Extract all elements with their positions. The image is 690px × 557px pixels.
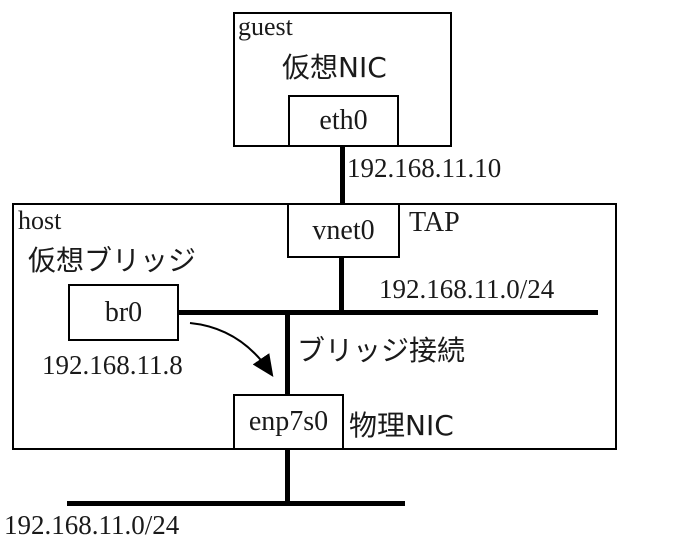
eth0-label: eth0	[319, 105, 368, 136]
virtual-bridge-label: 仮想ブリッジ	[28, 244, 197, 277]
link-bus-enp7s0	[285, 313, 290, 395]
guest-label: guest	[238, 12, 293, 41]
br0-interface-box: br0	[68, 284, 179, 341]
bridge-network-bus	[178, 310, 598, 315]
vnet0-interface-box: vnet0	[287, 203, 400, 258]
link-enp7s0-external	[285, 449, 290, 504]
curved-arrow-icon	[189, 322, 274, 377]
bridge-subnet-label: 192.168.11.0/24	[379, 274, 555, 304]
bridge-connection-label: ブリッジ接続	[297, 334, 466, 367]
br0-label: br0	[104, 296, 143, 328]
external-network-bus	[67, 501, 405, 506]
link-vnet0-bridge-bus	[339, 257, 344, 313]
vnet0-label: vnet0	[312, 214, 375, 246]
tap-label: TAP	[409, 207, 460, 238]
external-subnet-label: 192.168.11.0/24	[4, 510, 180, 540]
enp7s0-interface-box: enp7s0	[233, 394, 344, 450]
guest-ip-label: 192.168.11.10	[347, 153, 502, 183]
virtual-nic-label: 仮想NIC	[282, 51, 387, 84]
physical-nic-label: 物理NIC	[349, 409, 454, 442]
link-eth0-vnet0	[340, 146, 345, 204]
eth0-interface-box: eth0	[288, 95, 399, 147]
enp7s0-label: enp7s0	[248, 406, 329, 437]
host-label: host	[18, 206, 62, 235]
bridge-ip-label: 192.168.11.8	[42, 350, 183, 380]
